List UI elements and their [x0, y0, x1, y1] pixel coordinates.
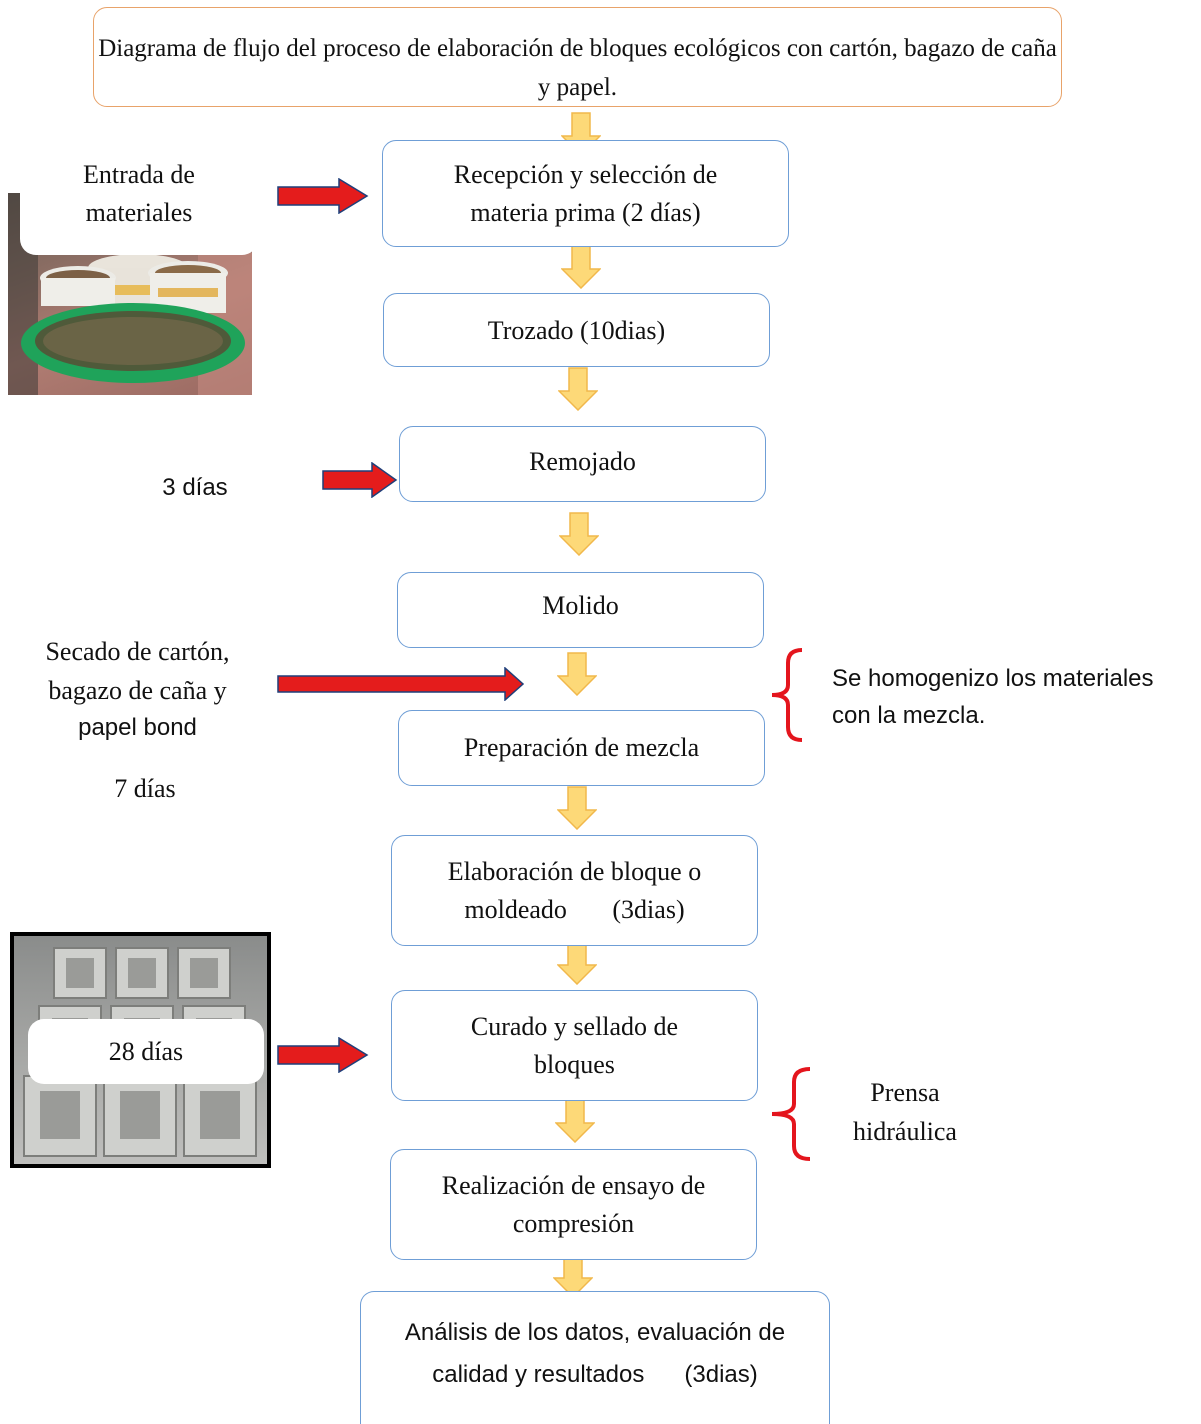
homogenizo-line2: con la mezcla. [832, 702, 986, 730]
secado-line3: papel bond [78, 714, 197, 741]
curado-days-label: 28 días [108, 1036, 184, 1066]
step-analisis: Análisis de los datos, evaluación de cal… [360, 1291, 830, 1424]
brace-icon [771, 1067, 811, 1161]
homogenizo-label: Se homogenizo los materiales con la mezc… [832, 660, 1201, 734]
down-arrow-icon [557, 786, 597, 830]
red-arrow-icon [277, 1037, 369, 1073]
step-remojado-label: Remojado [529, 447, 636, 476]
down-arrow-icon [559, 512, 599, 556]
buckets-illustration [8, 193, 252, 395]
down-arrow-icon [558, 367, 598, 411]
step-elaboracion-line1: Elaboración de bloque o [447, 856, 702, 886]
step-elaboracion: Elaboración de bloque o moldeado (3dias) [391, 835, 758, 946]
entrada-line1: Entrada de [83, 160, 195, 189]
red-arrow-icon [277, 178, 369, 214]
homogenizo-line1: Se homogenizo los materiales [832, 665, 1154, 692]
step-curado: Curado y sellado de bloques [391, 990, 758, 1101]
red-arrow-icon [277, 667, 525, 701]
prensa-line2: hidráulica [853, 1117, 957, 1146]
step-elaboracion-line2: moldeado (3dias) [464, 894, 685, 924]
step-analisis-line1: Análisis de los datos, evaluación de [404, 1319, 786, 1346]
step-trozado-label: Trozado (10dias) [487, 316, 666, 345]
step-curado-line2: bloques [534, 1049, 615, 1079]
down-arrow-icon [557, 652, 597, 696]
secado-line1: Secado de cartón, [45, 637, 230, 666]
step-analisis-line2: calidad y resultados (3dias) [432, 1361, 758, 1388]
secado-label: Secado de cartón, bagazo de caña y papel… [10, 632, 265, 746]
down-arrow-icon [557, 941, 597, 985]
step-preparacion: Preparación de mezcla [398, 710, 765, 786]
red-arrow-icon [322, 462, 398, 498]
step-curado-line1: Curado y sellado de [470, 1011, 679, 1041]
down-arrow-icon [555, 1099, 595, 1143]
entrada-callout: Entrada de materiales [20, 140, 258, 255]
step-molido-label: Molido [542, 591, 619, 620]
step-preparacion-label: Preparación de mezcla [463, 733, 700, 763]
down-arrow-icon [561, 245, 601, 289]
prensa-label: Prensa hidráulica [820, 1073, 990, 1151]
secado-line2: bagazo de caña y [48, 676, 227, 705]
step-recepcion: Recepción y selección de materia prima (… [382, 140, 789, 247]
remojado-days-label: 3 días [162, 474, 228, 501]
curado-days-callout: 28 días [28, 1019, 264, 1084]
diagram-title-box: Diagrama de flujo del proceso de elabora… [93, 7, 1062, 107]
diagram-title: Diagrama de flujo del proceso de elabora… [98, 35, 1057, 101]
prensa-line1: Prensa [870, 1078, 940, 1107]
secado-days-label: 7 días [114, 774, 176, 803]
step-ensayo: Realización de ensayo de compresión [390, 1149, 757, 1260]
step-ensayo-line1: Realización de ensayo de [441, 1170, 706, 1200]
step-recepcion-line1: Recepción y selección de [453, 159, 718, 189]
step-molido: Molido [397, 572, 764, 648]
entrada-line2: materiales [85, 197, 193, 227]
step-ensayo-line2: compresión [512, 1208, 635, 1238]
step-trozado: Trozado (10dias) [383, 293, 770, 367]
step-remojado: Remojado [399, 426, 766, 502]
step-recepcion-line2: materia prima (2 días) [470, 197, 701, 227]
brace-icon [771, 648, 803, 742]
